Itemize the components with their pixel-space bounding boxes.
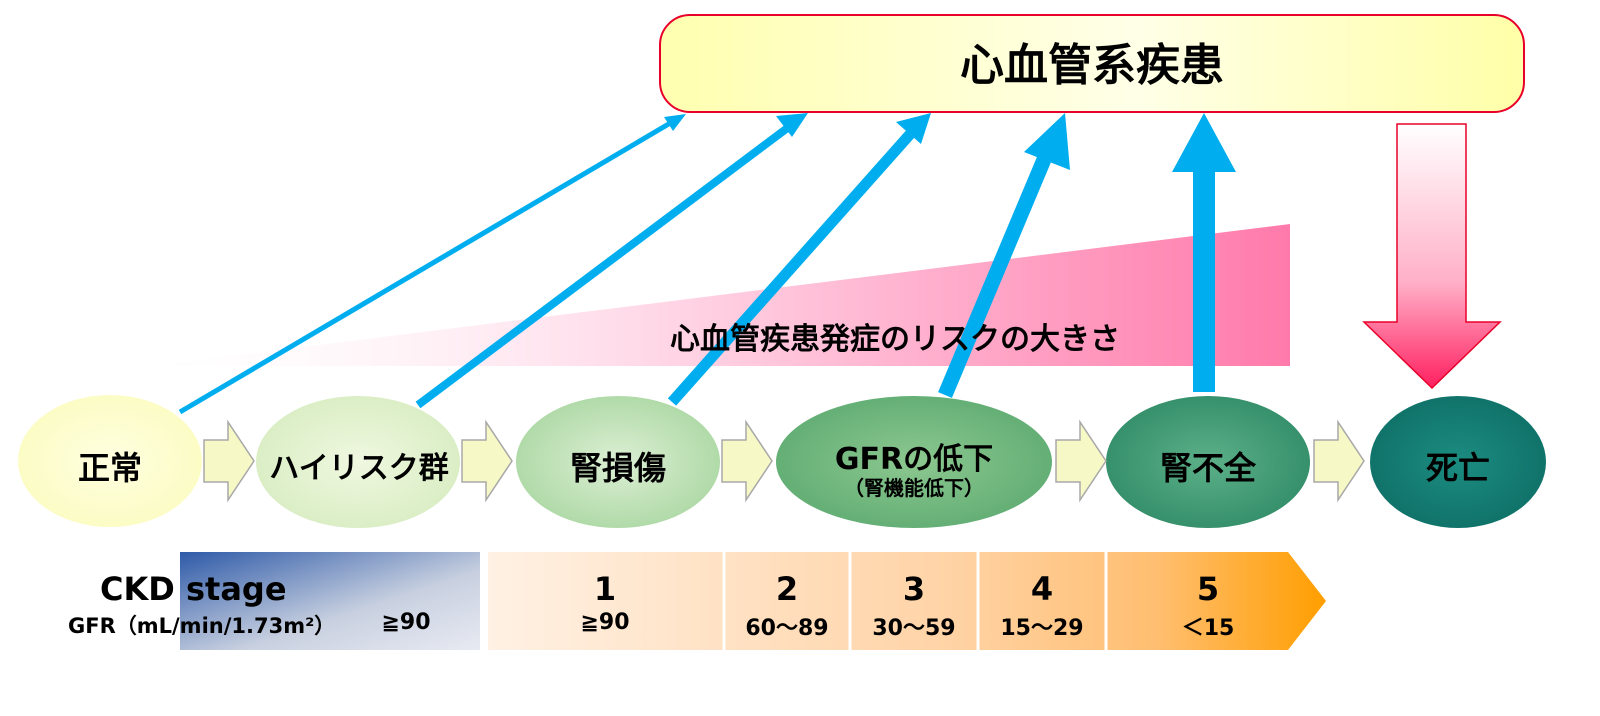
connector-5 [1313, 419, 1365, 503]
connector-4 [1055, 419, 1107, 503]
stage-oval-kidney-failure [1106, 396, 1310, 528]
stage-connectors [203, 419, 1365, 503]
arrow-high-risk [415, 122, 793, 409]
ckd-stage-1-range: ≧90 [580, 610, 630, 635]
ckd-stage-3-range: 30～59 [872, 616, 956, 641]
ckd-stage-2-range: 60～89 [745, 616, 829, 641]
arrow-kidney-failure [1193, 168, 1215, 392]
stage-oval-kidney-damage [516, 396, 720, 528]
arrowhead-normal [664, 114, 686, 131]
stage-label-death: 死亡 [1425, 449, 1490, 487]
ckd-stage-5-number: 5 [1196, 570, 1220, 608]
stage-label-gfr-decline: GFRの低下 [834, 442, 994, 477]
gfr-unit-label: GFR（mL/min/1.73m²） [68, 614, 336, 638]
stage-oval-normal [18, 395, 202, 527]
stage-oval-high-risk [256, 396, 460, 528]
ckd-dividers [722, 552, 1108, 650]
ckd-stage-bar [488, 552, 1326, 650]
stage-label-normal: 正常 [77, 449, 142, 487]
cvd-arrows [178, 113, 1236, 415]
arrowhead-kidney-damage [896, 113, 931, 144]
ckd-stage-4-range: 15～29 [1000, 616, 1084, 641]
ckd-stage-5-range: ＜15 [1181, 616, 1235, 641]
stage-oval-gfr-decline [776, 396, 1052, 528]
ckd-stage-3-number: 3 [902, 570, 926, 608]
cvd-label: 心血管系疾患 [960, 40, 1224, 91]
ckd-stage-4-number: 4 [1030, 570, 1054, 608]
stage-label-high-risk: ハイリスク群 [269, 451, 449, 486]
arrowhead-gfr-decline [1024, 113, 1070, 170]
ckd-stage-2-number: 2 [775, 570, 799, 608]
arrowhead-high-risk [776, 113, 808, 137]
stage-label-kidney-damage: 腎損傷 [569, 449, 666, 487]
death-arrow [1362, 123, 1502, 390]
ckd-baseline-bar [180, 552, 480, 650]
cvd-box [659, 14, 1525, 113]
risk-label: 心血管疾患発症のリスクの大きさ [670, 322, 1120, 357]
ckd-stage-title: CKD stage [100, 570, 287, 608]
ckd-stage-1-number: 1 [593, 570, 617, 608]
connector-3 [721, 419, 773, 503]
stage-sublabel-gfr-decline: （腎機能低下） [844, 476, 984, 500]
stage-label-kidney-failure: 腎不全 [1159, 449, 1256, 487]
connector-1 [203, 419, 255, 503]
arrowhead-kidney-failure [1172, 113, 1236, 172]
arrow-normal [178, 119, 674, 415]
stage-oval-death [1370, 396, 1546, 528]
arrow-kidney-damage [667, 128, 917, 406]
arrow-gfr-decline [938, 147, 1055, 398]
ckd-baseline-range: ≧90 [381, 610, 431, 635]
connector-2 [461, 419, 513, 503]
